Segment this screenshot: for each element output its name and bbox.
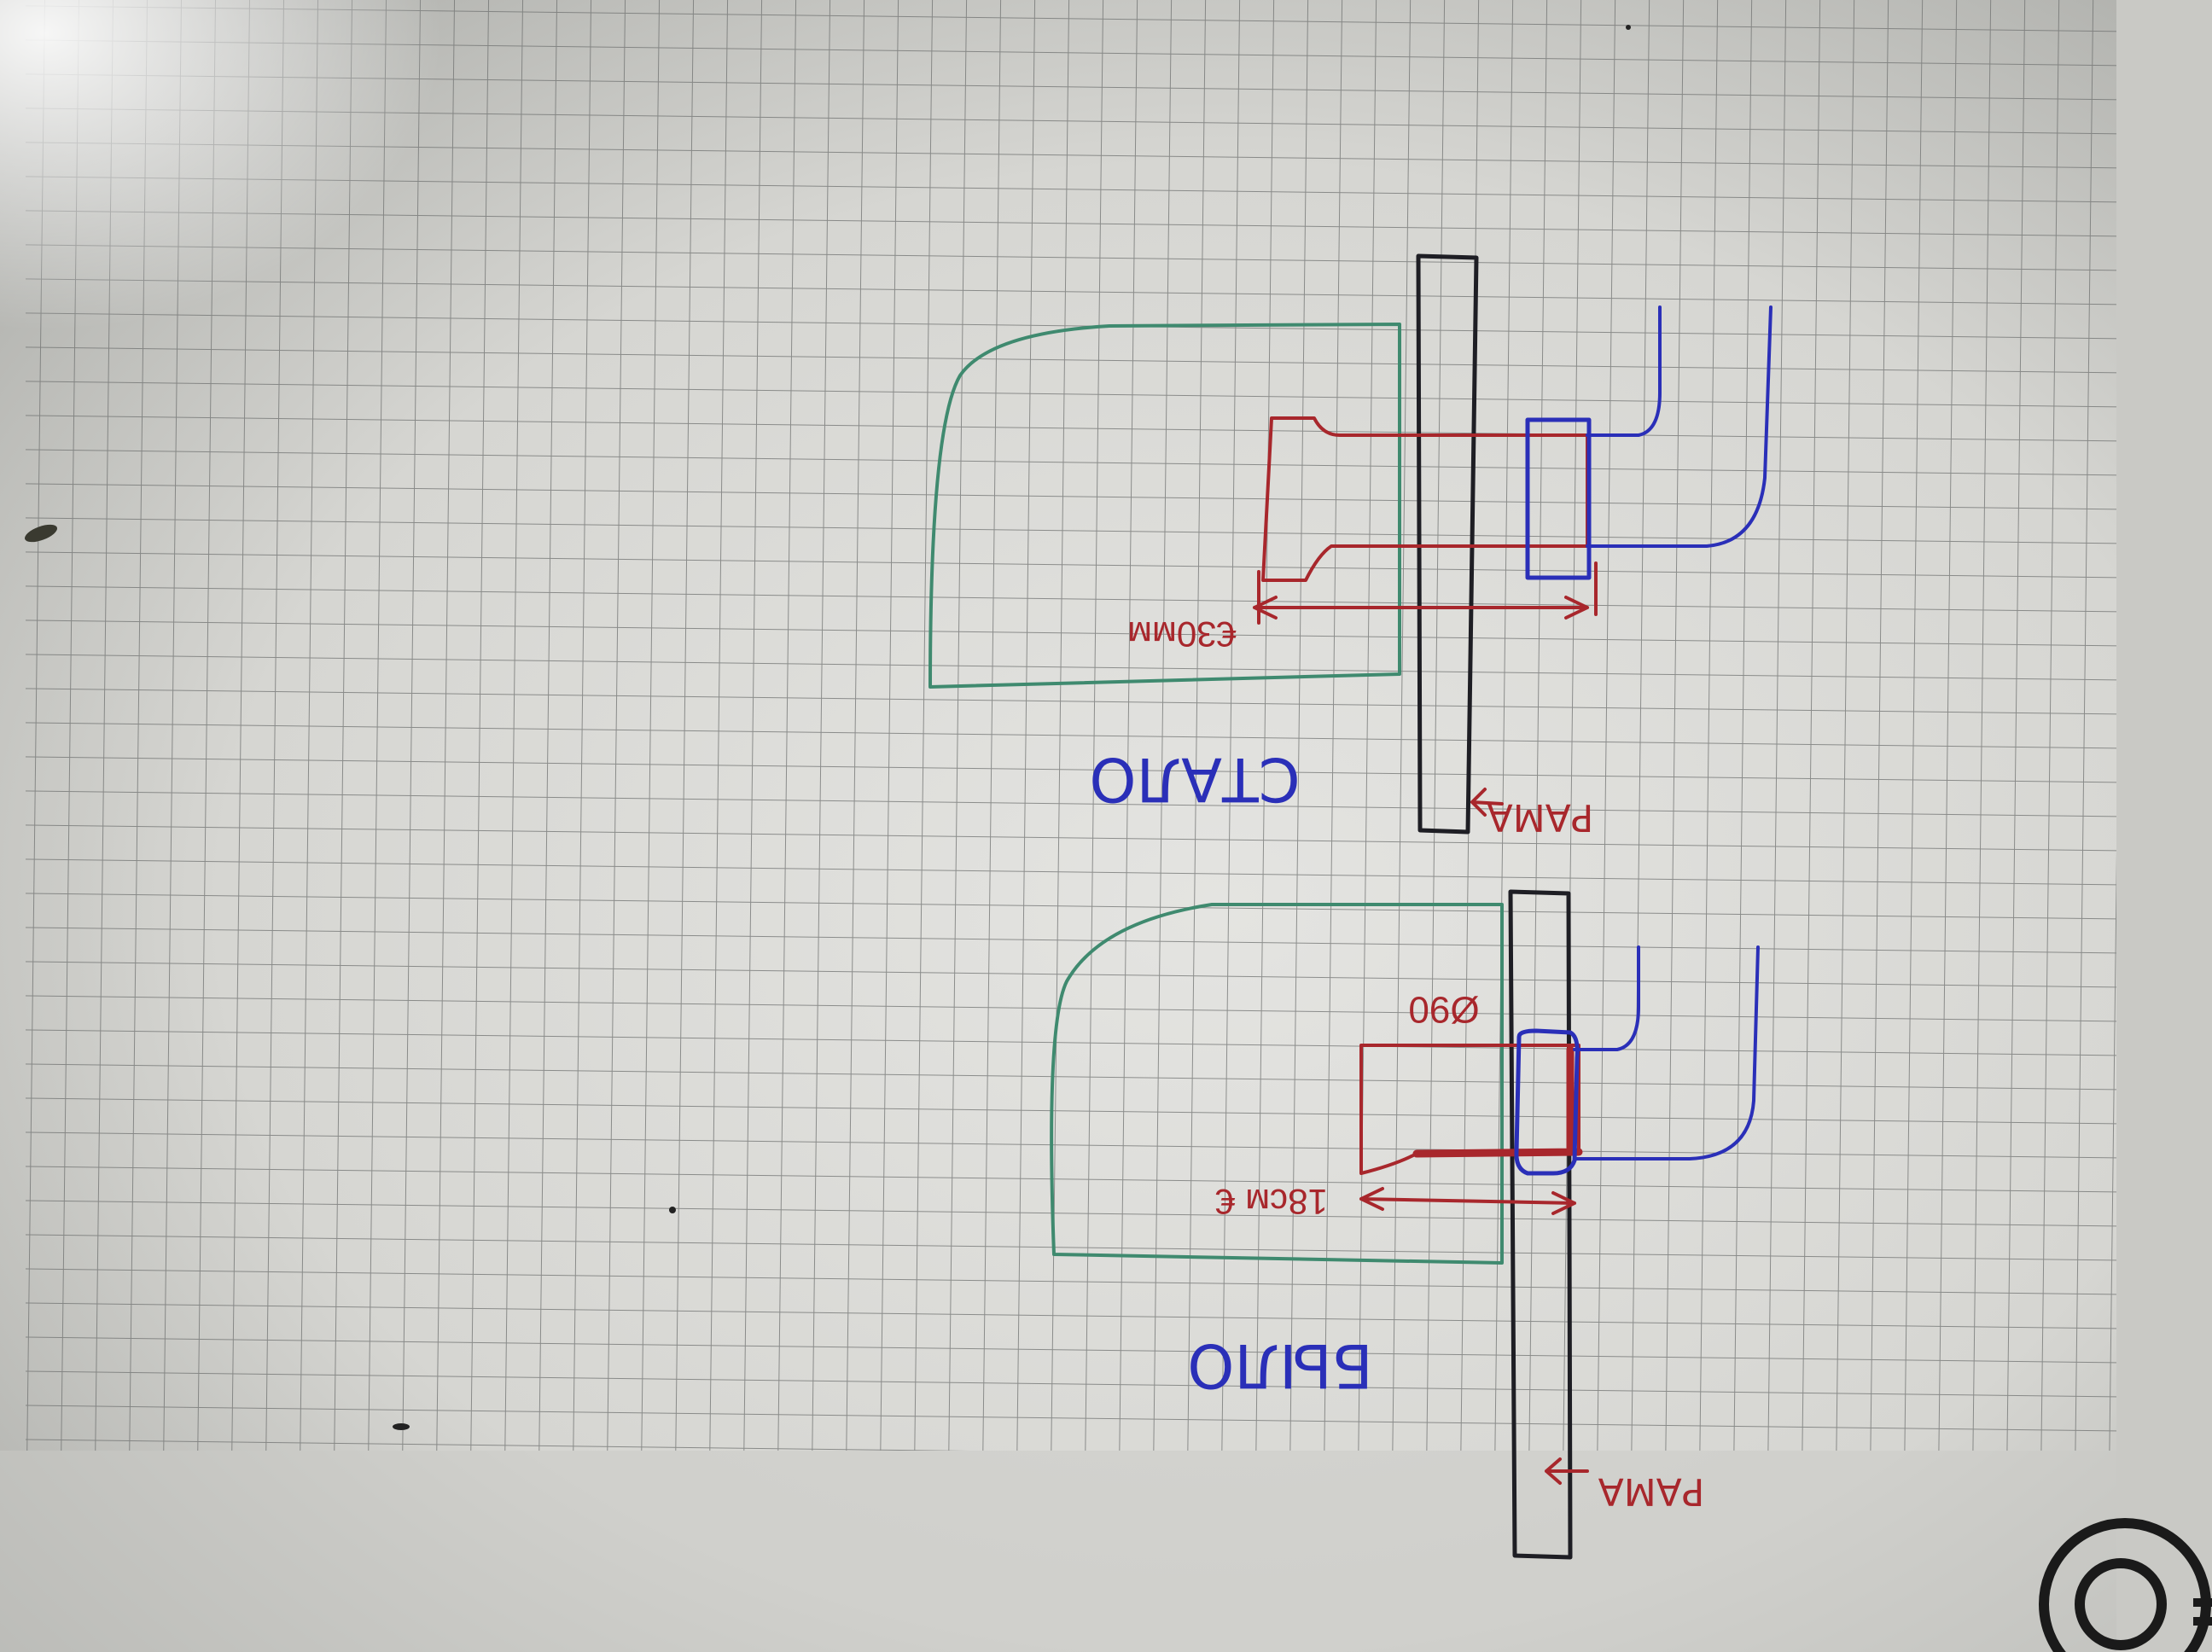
top-wheel-outline bbox=[928, 323, 1401, 689]
bottom-frame-label: РАМА bbox=[1598, 1469, 1705, 1513]
bottom-frame-bar bbox=[1508, 889, 1573, 1560]
dot-mark-2 bbox=[669, 1207, 676, 1213]
top-frame-bar bbox=[1416, 253, 1479, 835]
bottom-dimension-label: 18см € bbox=[1215, 1182, 1328, 1222]
bottom-axle-thick bbox=[1412, 1045, 1583, 1158]
paper-edge bbox=[2116, 0, 2212, 1652]
top-diagram bbox=[928, 253, 1773, 835]
bottom-wheel-outline bbox=[1050, 903, 1504, 1265]
top-frame-arrow bbox=[1470, 788, 1504, 817]
dot-mark-1 bbox=[1626, 25, 1631, 30]
bottom-diagram bbox=[1050, 889, 1760, 1560]
bottom-dimension-line bbox=[1359, 1187, 1576, 1215]
top-frame-label: РАМА bbox=[1487, 795, 1594, 839]
circular-logo bbox=[2039, 1518, 2212, 1652]
tack-mark-left bbox=[25, 524, 57, 543]
top-bushing bbox=[1525, 417, 1592, 580]
top-diagram-heading: СТАЛО bbox=[1089, 744, 1300, 814]
bottom-diagram-heading: БЫЛО bbox=[1187, 1330, 1373, 1400]
paper-edge-bottom bbox=[0, 1451, 2212, 1652]
top-dimension-label: €30мм bbox=[1127, 614, 1237, 654]
top-bracket bbox=[1586, 305, 1773, 548]
bottom-diameter-label: Ø90 bbox=[1408, 988, 1479, 1030]
dot-mark-3 bbox=[393, 1423, 410, 1430]
top-dimension-line bbox=[1253, 561, 1598, 625]
bottom-bracket bbox=[1573, 945, 1760, 1160]
bottom-frame-arrow bbox=[1545, 1457, 1589, 1485]
